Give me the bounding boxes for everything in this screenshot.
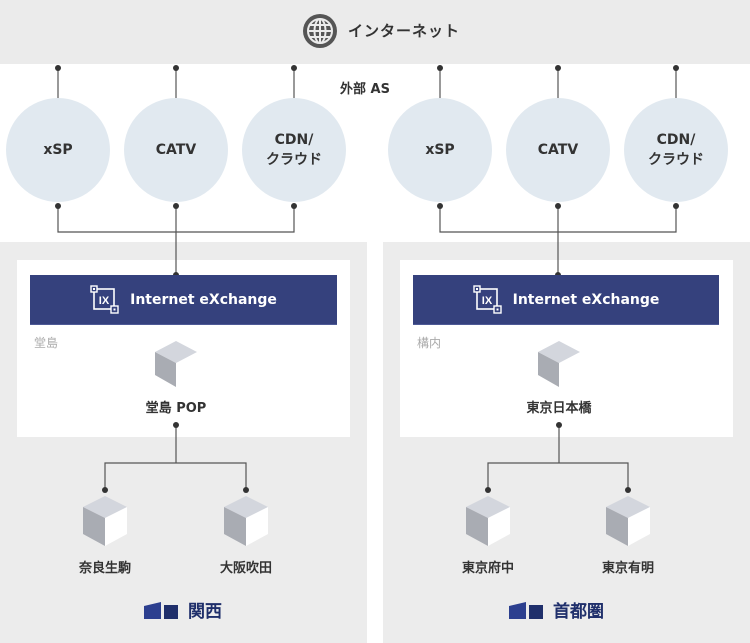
ix-label: Internet eXchange [512,291,660,308]
region-name-label: 首都圏 [553,602,604,622]
region-name-shutoken: 首都圏 [509,597,604,622]
connector-dot [556,422,562,428]
connector-dot [673,65,679,71]
datacenter-label: 東京有明 [601,561,654,576]
connector-dot [102,487,108,493]
site-tag-dojima: 堂島 [34,336,59,350]
ix-bar-shutoken: IX Internet eXchange [413,275,719,325]
datacenter-label: 大阪吹田 [219,561,272,576]
ix-icon: IX [472,284,502,314]
connector-dot [55,203,61,209]
connector-dot [173,65,179,71]
datacenter-cube-icon [466,496,510,546]
region-name-kansai: 関西 [144,597,222,622]
connector-dot [485,487,491,493]
connector-dot [243,487,249,493]
region-name-label: 関西 [188,602,222,622]
svg-text:IX: IX [99,295,110,307]
connector-dot [437,203,443,209]
connector-dot [173,422,179,428]
provider-xsp-right: xSP [388,98,492,202]
pop-building-icon [155,341,197,387]
provider-label: CATV [155,142,197,158]
connector-dot [291,65,297,71]
provider-catv-left: CATV [124,98,228,202]
ix-bar-kansai: IX Internet eXchange [30,275,337,325]
pop-building-icon [538,341,580,387]
svg-text:IX: IX [481,295,492,307]
pop-label: 堂島 POP [145,401,207,416]
connector-dot [555,65,561,71]
datacenter-cube-icon [224,496,268,546]
connector-dot [625,487,631,493]
connector-dot [55,65,61,71]
provider-cdn-left: CDN/ クラウド [242,98,346,202]
provider-label: CDN/ クラウド [266,132,322,168]
external-as-label: 外部 AS [340,82,390,97]
provider-label: xSP [43,142,73,158]
provider-xsp-left: xSP [6,98,110,202]
connector-dot [291,203,297,209]
connector-dot [173,203,179,209]
ix-label: Internet eXchange [130,291,277,308]
provider-label: CDN/ クラウド [648,132,704,168]
region-building-icon [144,601,178,619]
provider-label: CATV [537,142,579,158]
connector-dot [555,203,561,209]
provider-label: xSP [425,142,455,158]
ix-icon: IX [90,284,119,314]
connector-dot [673,203,679,209]
datacenter-cube-icon [83,496,127,546]
provider-cdn-right: CDN/ クラウド [624,98,728,202]
connector-dot [437,65,443,71]
datacenter-cube-icon [606,496,650,546]
datacenter-label: 奈良生駒 [78,561,131,576]
internet-label: インターネット [348,22,461,40]
internet-band [0,0,750,64]
pop-label: 東京日本橋 [526,401,592,416]
globe-icon [303,14,337,48]
site-tag-konai: 構内 [417,336,442,350]
provider-catv-right: CATV [506,98,610,202]
region-building-icon [509,601,543,619]
datacenter-label: 東京府中 [461,561,514,576]
